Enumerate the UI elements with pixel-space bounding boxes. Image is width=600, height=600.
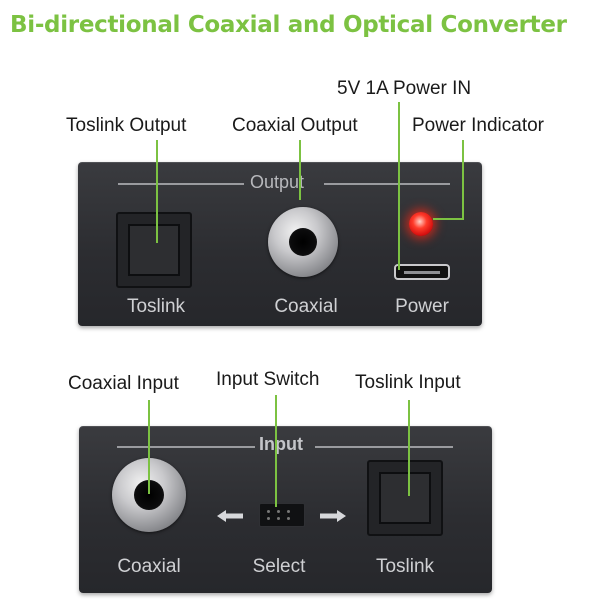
toslink-input-shutter bbox=[379, 472, 431, 524]
leader-input-switch bbox=[275, 395, 277, 507]
switch-dot bbox=[267, 510, 270, 513]
switch-dot bbox=[267, 517, 270, 520]
port-label-power: Power bbox=[395, 296, 449, 317]
toslink-output-port[interactable] bbox=[116, 212, 192, 288]
output-section-label: Output bbox=[250, 172, 305, 192]
port-label-toslink-input: Toslink bbox=[375, 556, 435, 577]
switch-dot bbox=[287, 517, 290, 520]
coaxial-output-hole bbox=[289, 228, 317, 256]
leader-coaxial-output bbox=[299, 140, 301, 200]
input-panel: Input Coaxial Select Toslink bbox=[79, 426, 492, 593]
output-section-line-left bbox=[118, 183, 244, 185]
port-label-select: Select bbox=[252, 556, 306, 577]
leader-toslink-input bbox=[408, 400, 410, 496]
callout-coaxial-output: Coaxial Output bbox=[232, 115, 358, 136]
callout-power-indicator: Power Indicator bbox=[412, 115, 545, 136]
port-label-toslink-output: Toslink bbox=[126, 296, 186, 317]
callout-toslink-output: Toslink Output bbox=[66, 115, 187, 136]
power-usb-port[interactable] bbox=[394, 264, 450, 280]
callout-toslink-input: Toslink Input bbox=[355, 372, 461, 393]
port-label-coaxial-output: Coaxial bbox=[274, 296, 338, 317]
callout-input-switch: Input Switch bbox=[216, 369, 320, 390]
power-led-icon bbox=[409, 212, 433, 236]
callout-coaxial-input: Coaxial Input bbox=[68, 373, 179, 394]
input-section-line-left bbox=[117, 446, 255, 448]
arrow-right-icon bbox=[320, 510, 346, 522]
output-panel: Output Toslink Coaxial Power bbox=[78, 162, 482, 326]
input-section-line-right bbox=[315, 446, 453, 448]
output-section-line-right bbox=[324, 183, 450, 185]
page-title: Bi-directional Coaxial and Optical Conve… bbox=[10, 12, 567, 38]
input-section-label: Input bbox=[259, 434, 303, 454]
leader-coaxial-input bbox=[148, 400, 150, 494]
leader-power-indicator-h bbox=[433, 218, 464, 220]
port-label-coaxial-input: Coaxial bbox=[117, 556, 181, 577]
input-select-switch[interactable] bbox=[259, 503, 305, 527]
switch-dot bbox=[277, 510, 280, 513]
leader-power-indicator-v bbox=[462, 140, 464, 220]
callout-power-in: 5V 1A Power IN bbox=[337, 78, 472, 99]
toslink-input-port[interactable] bbox=[367, 460, 443, 536]
toslink-output-shutter bbox=[128, 224, 180, 276]
coaxial-output-jack[interactable] bbox=[268, 207, 338, 277]
leader-power-in bbox=[398, 102, 400, 270]
usb-pin bbox=[404, 271, 440, 274]
switch-dot bbox=[287, 510, 290, 513]
leader-toslink-output bbox=[156, 140, 158, 243]
switch-dot bbox=[277, 517, 280, 520]
arrow-left-icon bbox=[217, 510, 243, 522]
